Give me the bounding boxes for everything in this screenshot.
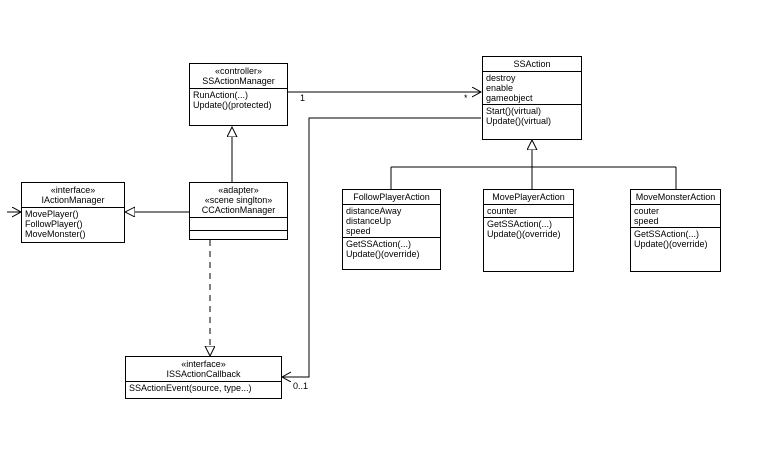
methods-section: Start()(virtual) Update()(virtual) [483, 104, 581, 127]
class-name: SSActionManager [202, 76, 275, 86]
attribute-item: counter [487, 206, 518, 216]
class-header: «controller» SSActionManager [190, 64, 287, 88]
method-item: MoveMonster() [25, 229, 86, 239]
class-header: SSAction [483, 57, 581, 71]
class-name: MoveMonsterAction [635, 192, 716, 202]
methods-section: SSActionEvent(source, type...) [126, 381, 281, 394]
class-name: SSAction [513, 59, 551, 69]
class-ssaction[interactable]: SSAction destroy enable gameobject Start… [482, 56, 582, 140]
class-followplayeraction[interactable]: FollowPlayerAction distanceAway distance… [342, 189, 441, 270]
multiplicity-action-end: * [464, 93, 468, 103]
stereotype-label: «scene singlton» [204, 195, 273, 205]
method-item: Update()(protected) [193, 100, 272, 110]
method-item: Update()(override) [346, 249, 420, 259]
method-item: FollowPlayer() [25, 219, 83, 229]
method-item: Update()(override) [487, 229, 561, 239]
stereotype-label: «adapter» [218, 185, 259, 195]
class-ccactionmanager[interactable]: «adapter» «scene singlton» CCActionManag… [189, 182, 288, 240]
class-header: «interface» ISSActionCallback [126, 357, 281, 381]
methods-section: RunAction(...) Update()(protected) [190, 88, 287, 111]
method-item: GetSSAction(...) [487, 219, 553, 229]
class-moveplayeraction[interactable]: MovePlayerAction counter GetSSAction(...… [483, 189, 574, 272]
attribute-item: enable [486, 83, 514, 93]
methods-section: GetSSAction(...) Update()(override) [343, 237, 440, 260]
class-name: MovePlayerAction [492, 192, 565, 202]
association-action-to-callback [282, 117, 481, 377]
attribute-item: destroy [486, 73, 516, 83]
attribute-item: couter [634, 206, 660, 216]
attributes-section [190, 217, 287, 230]
attribute-item: speed [634, 216, 659, 226]
attribute-item: speed [346, 226, 371, 236]
method-item: GetSSAction(...) [346, 239, 412, 249]
method-item: RunAction(...) [193, 90, 249, 100]
class-movemonsteraction[interactable]: MoveMonsterAction couter speed GetSSActi… [630, 189, 721, 272]
class-header: MoveMonsterAction [631, 190, 720, 204]
methods-section: GetSSAction(...) Update()(override) [631, 227, 720, 250]
stereotype-label: «controller» [214, 66, 263, 76]
class-header: MovePlayerAction [484, 190, 573, 204]
stereotype-label: «interface» [181, 359, 226, 369]
method-item: Update()(override) [634, 239, 708, 249]
class-iactionmanager[interactable]: «interface» IActionManager MovePlayer() … [21, 182, 125, 243]
class-name: IActionManager [41, 195, 105, 205]
method-item: GetSSAction(...) [634, 229, 700, 239]
class-header: FollowPlayerAction [343, 190, 440, 204]
multiplicity-manager-end: 1 [300, 93, 306, 103]
attribute-item: distanceUp [346, 216, 392, 226]
method-item: Update()(virtual) [486, 116, 552, 126]
attribute-item: gameobject [486, 93, 533, 103]
class-issactioncallback[interactable]: «interface» ISSActionCallback SSActionEv… [125, 356, 282, 399]
method-item: Start()(virtual) [486, 106, 542, 116]
attributes-section: counter [484, 204, 573, 217]
attributes-section: destroy enable gameobject [483, 71, 581, 104]
class-header: «interface» IActionManager [22, 183, 124, 207]
class-name: ISSActionCallback [166, 369, 241, 379]
class-name: FollowPlayerAction [353, 192, 430, 202]
class-ssactionmanager[interactable]: «controller» SSActionManager RunAction(.… [189, 63, 288, 126]
methods-section: MovePlayer() FollowPlayer() MoveMonster(… [22, 207, 124, 240]
attribute-item: distanceAway [346, 206, 402, 216]
class-name: CCActionManager [201, 205, 276, 215]
method-item: MovePlayer() [25, 209, 79, 219]
attributes-section: distanceAway distanceUp speed [343, 204, 440, 237]
stereotype-label: «interface» [50, 185, 96, 195]
methods-section: GetSSAction(...) Update()(override) [484, 217, 573, 240]
attributes-section: couter speed [631, 204, 720, 227]
methods-section [190, 230, 287, 237]
class-header: «adapter» «scene singlton» CCActionManag… [190, 183, 287, 217]
method-item: SSActionEvent(source, type...) [129, 383, 252, 393]
multiplicity-callback-end: 0..1 [293, 381, 309, 391]
